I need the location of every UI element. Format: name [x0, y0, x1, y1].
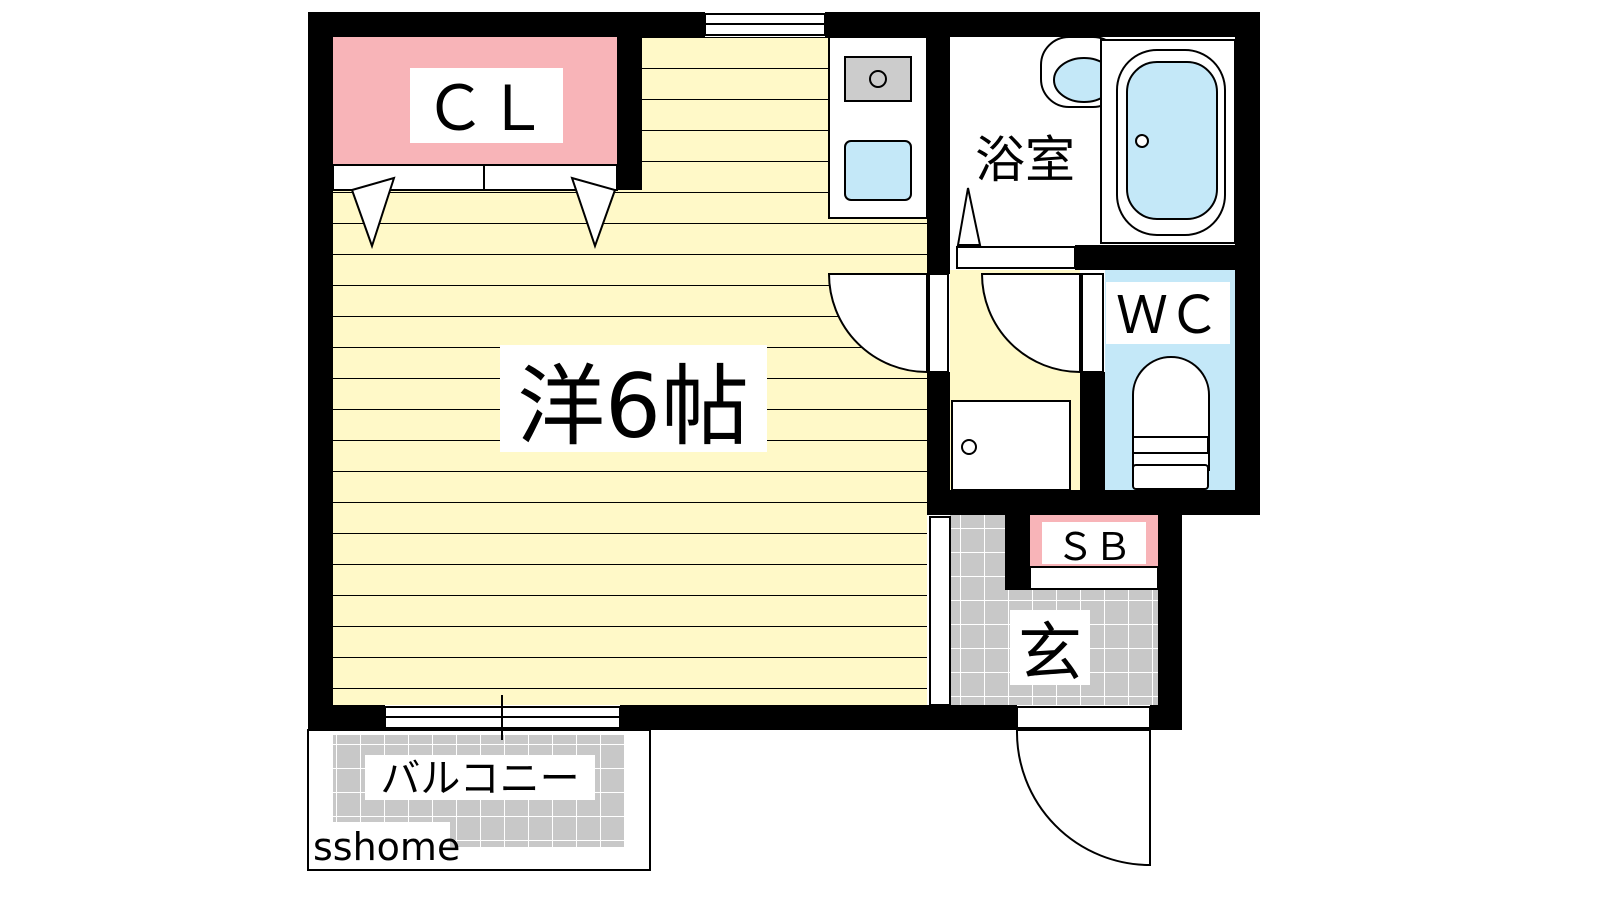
stove-icon — [844, 56, 912, 102]
walls — [308, 12, 1260, 730]
bathroom-label: 浴室 — [975, 131, 1075, 189]
toilet-icon — [1132, 356, 1210, 490]
bath-door-icon — [956, 187, 982, 246]
hall-door-icon — [980, 273, 1081, 374]
watermark-text: sshome — [313, 825, 460, 869]
western-room-label: 洋6帖 — [517, 355, 749, 458]
balcony-window — [384, 695, 621, 740]
shoe-box-label: ＳＢ — [1056, 525, 1132, 569]
room-door-icon — [827, 273, 928, 374]
sink-icon — [844, 140, 912, 201]
closet-door-icon — [350, 176, 617, 250]
entrance-door-icon — [1015, 729, 1151, 867]
toilet-label: ＷＣ — [1116, 286, 1220, 346]
entrance-label: 玄 — [1018, 617, 1082, 691]
window-top — [704, 13, 826, 36]
closet-label: ＣＬ — [424, 72, 548, 145]
balcony-label: バルコニー — [380, 756, 579, 802]
